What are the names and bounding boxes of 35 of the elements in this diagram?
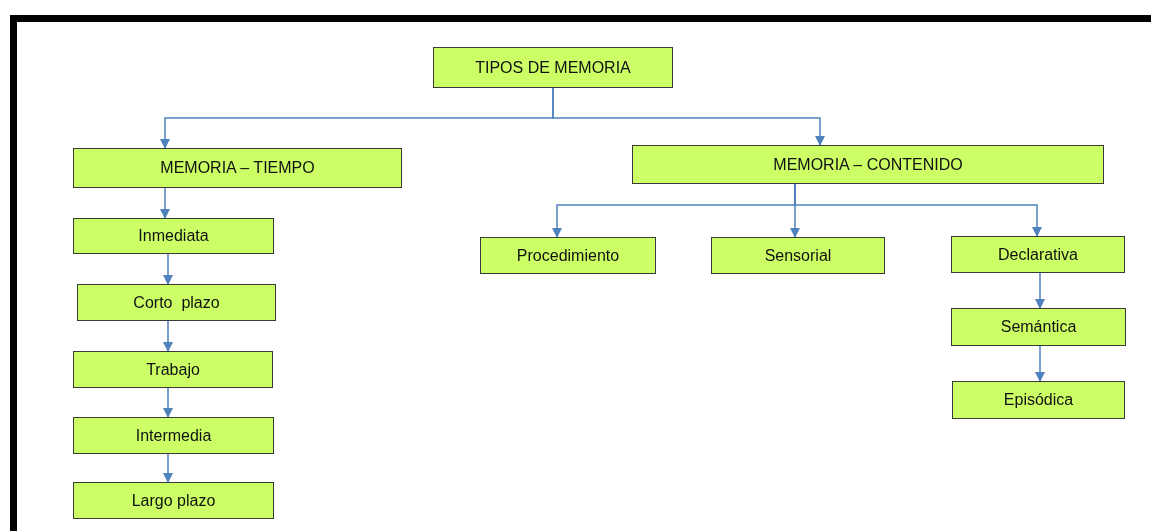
node-label: Semántica [1000, 318, 1077, 336]
memory-type-box [952, 381, 1125, 419]
memory-type-box [480, 237, 656, 274]
node-label: MEMORIA – CONTENIDO [773, 155, 963, 174]
memory-type-box [73, 351, 273, 388]
node-label: Sensorial [764, 246, 832, 265]
arrow [160, 187, 170, 219]
arrow [552, 87, 825, 146]
node-label: Trabajo [146, 360, 200, 379]
node-label: Intermedia [135, 426, 212, 445]
node-label: Inmediata [138, 227, 209, 245]
memory-type-box [77, 284, 276, 321]
arrow [1035, 272, 1045, 309]
arrow [163, 320, 173, 352]
memory-type-box [433, 47, 673, 88]
arrow [163, 387, 173, 418]
node-label: Largo plazo [131, 491, 216, 510]
memory-type-box [73, 148, 402, 188]
node-label: MEMORIA – TIEMPO [160, 159, 315, 177]
memory-type-box [632, 145, 1104, 184]
arrow [1035, 345, 1045, 382]
arrow [163, 453, 173, 483]
memory-type-box [951, 308, 1126, 346]
node-label: Declarativa [998, 245, 1078, 264]
memory-type-box [73, 218, 274, 254]
arrow [794, 183, 1042, 237]
node-label: TIPOS DE MEMORIA [475, 58, 631, 77]
memory-type-box [951, 236, 1125, 273]
memory-type-box [711, 237, 885, 274]
memory-type-box [73, 417, 274, 454]
node-label: Procedimiento [516, 246, 620, 265]
node-label: Episódica [1003, 391, 1074, 409]
arrow [163, 253, 173, 285]
node-label: Corto plazo [133, 293, 220, 312]
memory-type-box [73, 482, 274, 519]
